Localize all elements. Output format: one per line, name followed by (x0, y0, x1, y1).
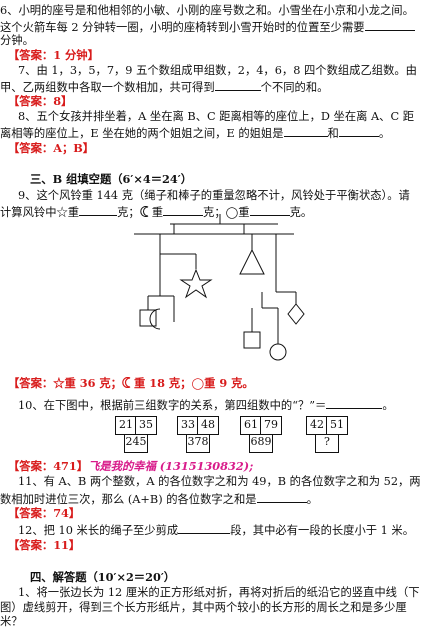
crescent-moon-icon (140, 206, 148, 217)
q13-line1: 1、将一张边长为 12 厘米的正方形纸对折，再将对折后的纸沿它的竖直中线（下 (18, 586, 420, 599)
q10-answer: 【答案：471】 (8, 459, 89, 473)
q9-answer-circle: ◯重 9 克。 (191, 376, 254, 390)
watermark-text: 飞是我的幸福 (1315130832); (88, 459, 254, 473)
q8-line2b: 和 (327, 127, 339, 140)
q9-line2a: 计算风铃中☆重 (0, 206, 80, 219)
square-shape-bottom (243, 331, 261, 349)
q12-answer: 【答案：11】 (8, 538, 81, 552)
star-shape (179, 268, 213, 299)
q12-line1a: 12、把 10 米长的绳子至少剪成 (18, 524, 179, 537)
q9-blank-moon (163, 204, 204, 216)
q9-line2: 计算风铃中☆重 克； 重 克；◯重 克。 (0, 204, 312, 220)
q9-blank-star (79, 204, 118, 216)
q7-line2b: 个不同的和。 (260, 81, 329, 94)
q10-g1-a: 21 (119, 418, 133, 431)
q10-g4-a: 42 (310, 418, 324, 431)
q9-blank-circle (249, 204, 290, 216)
q10-line1b: 。 (382, 399, 394, 412)
q6-answer: 【答案：1 分钟】 (8, 48, 99, 62)
q12-line1: 12、把 10 米长的绳子至少剪成 段，其中必有一段的长度小于 1 米。 (18, 522, 414, 538)
q10-g2-a: 33 (181, 418, 195, 431)
q6-line3: 分钟。 (0, 34, 34, 47)
crescent-moon-icon (122, 376, 131, 389)
q6-line2: 这个火箭车每 2 分钟转一圈，小明的座椅转到小雪开始时的位置至少需要 (0, 19, 415, 35)
q10-g1-b: 35 (139, 418, 153, 431)
q7-line1: 7、由 1，3，5，7，9 五个数组成甲组数，2，4，6，8 四个数组成乙组数。… (18, 64, 417, 77)
q6-line1: 6、小明的座号是和他相邻的小敏、小刚的座号数之和。小雪坐在小京和小龙之间。 (0, 4, 414, 17)
q10-group-3-top: 61 79 (240, 416, 282, 435)
q13-line3: 米？ (0, 615, 23, 628)
q6-line2-text: 这个火箭车每 2 分钟转一圈，小明的座椅转到小雪开始时的位置至少需要 (0, 21, 365, 34)
wind-chime-diagram (134, 214, 305, 361)
q10-g3-c: 689 (249, 434, 273, 453)
q7-line2a: 甲、乙两组数中各取一个数相加，共可得到 (0, 81, 215, 94)
q10-g2-c: 378 (186, 434, 210, 453)
q8-blank-2 (338, 125, 379, 137)
q7-line2: 甲、乙两组数中各取一个数相加，共可得到 个不同的和。 (0, 79, 328, 95)
q10-g3-a: 61 (244, 418, 258, 431)
q7-blank (214, 79, 261, 91)
q10-blank (326, 397, 383, 409)
section4-title: 四、解答题（10′×2＝20′） (30, 570, 176, 584)
q11-blank (256, 491, 307, 503)
q8-line1: 8、五个女孩并排坐着，A 坐在离 B、C 距离相等的座位上，D 坐在离 A、C … (18, 110, 415, 123)
q8-answer: 【答案：A；B】 (8, 141, 95, 155)
q9-answer: 【答案：☆重 36 克； 重 18 克；◯重 9 克。 (8, 376, 254, 391)
q8-line2: 离相等的座位上，E 坐在她的两个姐姐之间，E 的姐姐是 和 。 (0, 125, 390, 141)
q10-g2-b: 48 (201, 418, 215, 431)
q10-g3-b: 79 (264, 418, 278, 431)
q10-line1a: 10、在下图中，根据前三组数字的关系，第四组数中的“？”＝ (18, 399, 327, 412)
q10-line1: 10、在下图中，根据前三组数字的关系，第四组数中的“？”＝ 。 (18, 397, 394, 413)
q9-line2c: 重 (151, 206, 164, 219)
q10-answer-line: 【答案：471】飞是我的幸福 (1315130832); (8, 459, 253, 474)
q11-line1: 11、有 A、B 两个整数，A 的各位数字之和为 49，B 的各位数字之和为 5… (18, 475, 421, 488)
q9-line2e: 克。 (289, 206, 313, 219)
crescent-moon-shape (149, 308, 161, 330)
q10-g4-b: 51 (330, 418, 344, 431)
q7-answer: 【答案：8】 (8, 94, 73, 108)
q10-g4-c: ? (315, 434, 339, 453)
diamond-shape (287, 303, 305, 325)
q12-blank (178, 522, 231, 534)
q8-line2c: 。 (378, 127, 391, 140)
q11-answer: 【答案：74】 (8, 506, 81, 520)
q9-answer-moon: 重 18 克； (133, 376, 192, 390)
q10-g1-c: 245 (124, 434, 148, 453)
q11-line2b: 。 (306, 493, 318, 506)
q10-group-4-top: 42 51 (306, 416, 348, 435)
triangle-shape (239, 248, 265, 275)
q9-line2d: 克；◯重 (203, 206, 250, 219)
q8-line2a: 离相等的座位上，E 坐在她的两个姐姐之间，E 的姐姐是 (0, 127, 284, 140)
q11-line2: 数相加时进位三次，那么 (A+B) 的各位数字之和是 。 (0, 491, 318, 507)
q11-line2a: 数相加时进位三次，那么 (A+B) 的各位数字之和是 (0, 493, 257, 506)
q9-line1: 9、这个风铃重 144 克（绳子和棒子的重量忽略不计，风铃处于平衡状态）。请 (18, 189, 410, 202)
q13-line2: 图）虚线剪开，得到三个长方形纸片，其中两个较小的长方形的周长之和是多少厘 (0, 601, 407, 614)
q10-group-1-top: 21 35 (115, 416, 157, 435)
q6-blank (364, 19, 415, 31)
q9-line2b: 克； (117, 206, 140, 219)
q9-answer-star: ☆重 36 克； (53, 376, 122, 390)
circle-shape (269, 343, 287, 361)
q9-answer-label: 【答案： (8, 376, 54, 390)
square-shape (139, 309, 157, 327)
section3-title: 三、B 组填空题（6′×4＝24′） (30, 172, 193, 186)
q8-blank-1 (283, 125, 328, 137)
q10-group-2-top: 33 48 (177, 416, 219, 435)
q12-line1b: 段，其中必有一段的长度小于 1 米。 (230, 524, 415, 537)
